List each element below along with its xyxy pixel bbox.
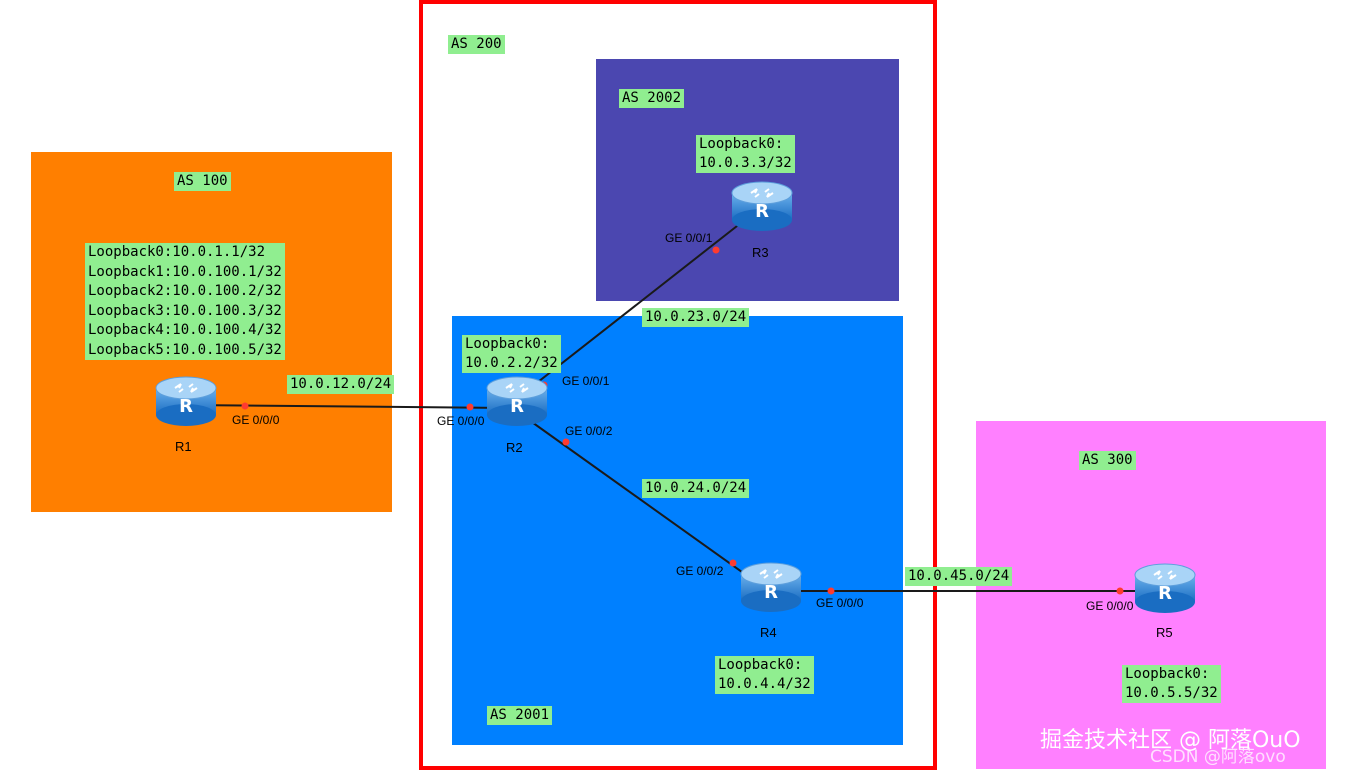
iface-label-r2-g000: GE 0/0/0 — [437, 414, 485, 428]
port-dot-r2-g002 — [562, 438, 570, 446]
router-r1[interactable]: R — [155, 376, 217, 428]
router-icon: R — [731, 181, 793, 231]
router-name-r1: R1 — [175, 439, 192, 454]
router-r3[interactable]: R — [731, 181, 793, 233]
port-dot-r5-g000 — [1116, 587, 1124, 595]
port-dot-r4-g002 — [729, 559, 737, 567]
as-label-200: AS 200 — [448, 35, 505, 54]
iface-label-r3-g001: GE 0/0/1 — [665, 231, 713, 245]
router-r2[interactable]: R — [486, 376, 548, 428]
as-label-2001: AS 2001 — [487, 706, 553, 725]
subnet-label-r2-r3: 10.0.23.0/24 — [642, 308, 750, 327]
router-name-r5: R5 — [1156, 625, 1173, 640]
watermark-juejin: 掘金技术社区 @ 阿落OuO — [1040, 728, 1301, 753]
loopback-label-r4: Loopback0: 10.0.4.4/32 — [715, 656, 814, 694]
loopback-label-r2: Loopback0: 10.0.2.2/32 — [462, 335, 561, 373]
subnet-label-r1-r2: 10.0.12.0/24 — [287, 375, 395, 394]
subnet-label-r4-r5: 10.0.45.0/24 — [905, 567, 1013, 586]
loopback-label-r3: Loopback0: 10.0.3.3/32 — [696, 135, 795, 173]
as200-border — [419, 0, 937, 770]
svg-text:R: R — [179, 396, 193, 417]
router-icon: R — [486, 376, 548, 426]
router-name-r4: R4 — [760, 625, 777, 640]
iface-label-r4-g000: GE 0/0/0 — [816, 596, 864, 610]
router-name-r3: R3 — [752, 245, 769, 260]
iface-label-r2-g001: GE 0/0/1 — [562, 374, 610, 388]
port-dot-r4-g000 — [827, 587, 835, 595]
subnet-label-r2-r4: 10.0.24.0/24 — [642, 479, 750, 498]
link-r2-r4[interactable] — [514, 409, 771, 593]
router-name-r2: R2 — [506, 440, 523, 455]
iface-label-r5-g000: GE 0/0/0 — [1086, 599, 1134, 613]
port-dot-r3-g001 — [712, 246, 720, 254]
as-label-2002: AS 2002 — [619, 89, 685, 108]
loopback-label-r5: Loopback0: 10.0.5.5/32 — [1122, 665, 1221, 703]
router-icon: R — [155, 376, 217, 426]
link-r1-r2[interactable] — [185, 404, 516, 409]
router-icon: R — [1134, 563, 1196, 613]
iface-label-r2-g002: GE 0/0/2 — [565, 424, 613, 438]
loopback-label-r1: Loopback0:10.0.1.1/32 Loopback1:10.0.100… — [85, 243, 285, 360]
router-r5[interactable]: R — [1134, 563, 1196, 615]
port-dot-r1-g000 — [241, 402, 249, 410]
router-icon: R — [740, 562, 802, 612]
router-r4[interactable]: R — [740, 562, 802, 614]
iface-label-r4-g002: GE 0/0/2 — [676, 564, 724, 578]
watermark-csdn: CSDN @阿落ovo — [1150, 747, 1286, 767]
port-dot-r2-g000 — [466, 403, 474, 411]
as-label-100: AS 100 — [174, 172, 231, 191]
iface-label-r1-g000: GE 0/0/0 — [232, 413, 280, 427]
svg-text:R: R — [755, 201, 769, 222]
as-label-300: AS 300 — [1079, 451, 1136, 470]
svg-text:R: R — [764, 582, 778, 603]
svg-text:R: R — [510, 396, 524, 417]
svg-text:R: R — [1158, 583, 1172, 604]
